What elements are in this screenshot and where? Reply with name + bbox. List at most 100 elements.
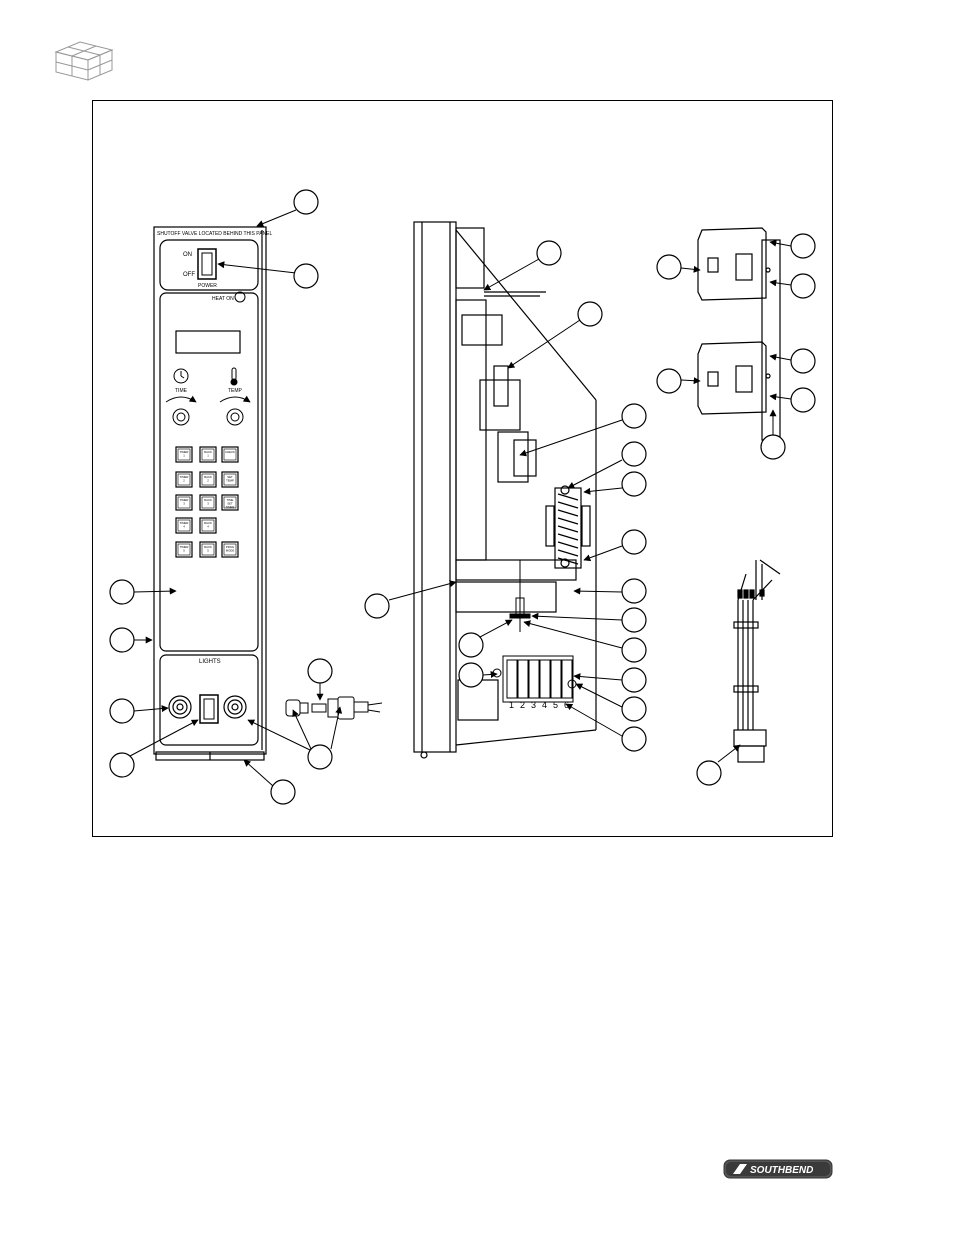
keypad-key-label: TIMER bbox=[180, 498, 189, 502]
brand-logo-text: SOUTHBEND bbox=[750, 1165, 813, 1176]
power-label: POWER bbox=[198, 283, 217, 289]
leader-line bbox=[531, 612, 623, 621]
leader-line bbox=[567, 459, 623, 489]
callout-circle bbox=[621, 637, 647, 663]
callout-circle bbox=[621, 471, 647, 497]
keypad: TIMER1RACK1CHECKTIMER2RACK2SETTEMPTIMER3… bbox=[175, 446, 239, 558]
callout-circle bbox=[307, 744, 333, 770]
callout-circle bbox=[760, 434, 786, 460]
leader-line bbox=[769, 353, 792, 361]
leader-line bbox=[680, 265, 701, 273]
lights-switch[interactable] bbox=[199, 694, 219, 724]
keypad-key-label: TIMER bbox=[180, 475, 189, 479]
callout-circle bbox=[621, 529, 647, 555]
callout-circle bbox=[621, 726, 647, 752]
temp-knob[interactable] bbox=[226, 408, 244, 426]
leader-line bbox=[247, 719, 311, 751]
keypad-key-label: 1 bbox=[183, 453, 185, 457]
callout-circle bbox=[621, 667, 647, 693]
clock-icon bbox=[173, 368, 189, 384]
callout-circle bbox=[536, 240, 562, 266]
leader-line bbox=[217, 261, 297, 274]
keypad-key-label: TIMER bbox=[180, 450, 189, 454]
leader-line bbox=[243, 759, 274, 787]
leader-line bbox=[583, 487, 623, 495]
side-view bbox=[413, 221, 597, 759]
keypad-key-label: 3 bbox=[207, 501, 209, 505]
keypad-key-label: 2 bbox=[207, 478, 209, 482]
keypad-key-label: RACK bbox=[204, 498, 212, 502]
callout-circle bbox=[621, 441, 647, 467]
leader-line bbox=[330, 706, 343, 750]
light-right bbox=[223, 695, 247, 719]
leader-line bbox=[575, 683, 623, 708]
leader-line bbox=[583, 545, 623, 562]
keypad-key-label: MODE bbox=[226, 548, 235, 552]
leader-line bbox=[523, 620, 623, 649]
leader-line bbox=[565, 703, 623, 737]
heat-on-label: HEAT ON bbox=[212, 296, 234, 302]
southbend-logo: SOUTHBEND bbox=[723, 1159, 833, 1179]
light-left bbox=[168, 695, 192, 719]
display-window bbox=[175, 330, 241, 354]
callout-circle bbox=[790, 387, 816, 413]
callout-circle bbox=[621, 403, 647, 429]
terminal-number: 2 bbox=[520, 700, 525, 710]
lamp-assembly bbox=[285, 696, 383, 720]
callout-circle bbox=[270, 779, 296, 805]
callout-circle bbox=[458, 662, 484, 688]
callout-circle bbox=[109, 627, 135, 653]
callout-circle bbox=[307, 658, 333, 684]
keypad-key-label: TIMER bbox=[226, 505, 235, 509]
leader-line bbox=[482, 670, 498, 678]
keypad-key-label: SET bbox=[227, 475, 233, 479]
terminal-number: 3 bbox=[531, 700, 536, 710]
lights-label: LIGHTS bbox=[199, 659, 221, 665]
callout-circle bbox=[621, 607, 647, 633]
leader-line bbox=[573, 587, 623, 595]
switch-assembly bbox=[697, 227, 781, 441]
fuse bbox=[509, 560, 531, 632]
cube-icon bbox=[54, 41, 114, 81]
terminal-block bbox=[492, 655, 577, 703]
leader-line bbox=[519, 419, 623, 457]
leader-line bbox=[769, 279, 792, 287]
leader-line bbox=[769, 239, 792, 247]
leader-line bbox=[388, 580, 457, 601]
terminal-number: 4 bbox=[542, 700, 547, 710]
leader-line bbox=[680, 377, 701, 385]
time-knob[interactable] bbox=[172, 408, 190, 426]
switch-off-label: OFF bbox=[183, 272, 195, 278]
keypad-key-label: 4 bbox=[183, 524, 185, 528]
wire-harness bbox=[733, 559, 781, 763]
callout-circle bbox=[790, 273, 816, 299]
keypad-key-label: RACK bbox=[204, 475, 212, 479]
keypad-key[interactable]: CHECK bbox=[221, 446, 239, 463]
leader-line bbox=[717, 744, 741, 763]
keypad-key-label: PROG bbox=[226, 545, 234, 549]
keypad-key-label: 3 bbox=[183, 501, 185, 505]
callout-circle bbox=[656, 368, 682, 394]
leader-line bbox=[133, 587, 177, 595]
callout-circle bbox=[109, 698, 135, 724]
leader-line bbox=[479, 619, 513, 638]
keypad-key-label: SET bbox=[227, 501, 233, 505]
keypad-key-label: 5 bbox=[183, 548, 185, 552]
keypad-key-label: 1 bbox=[207, 453, 209, 457]
thermometer-icon bbox=[230, 367, 238, 386]
keypad-key-label: RACK bbox=[204, 450, 212, 454]
